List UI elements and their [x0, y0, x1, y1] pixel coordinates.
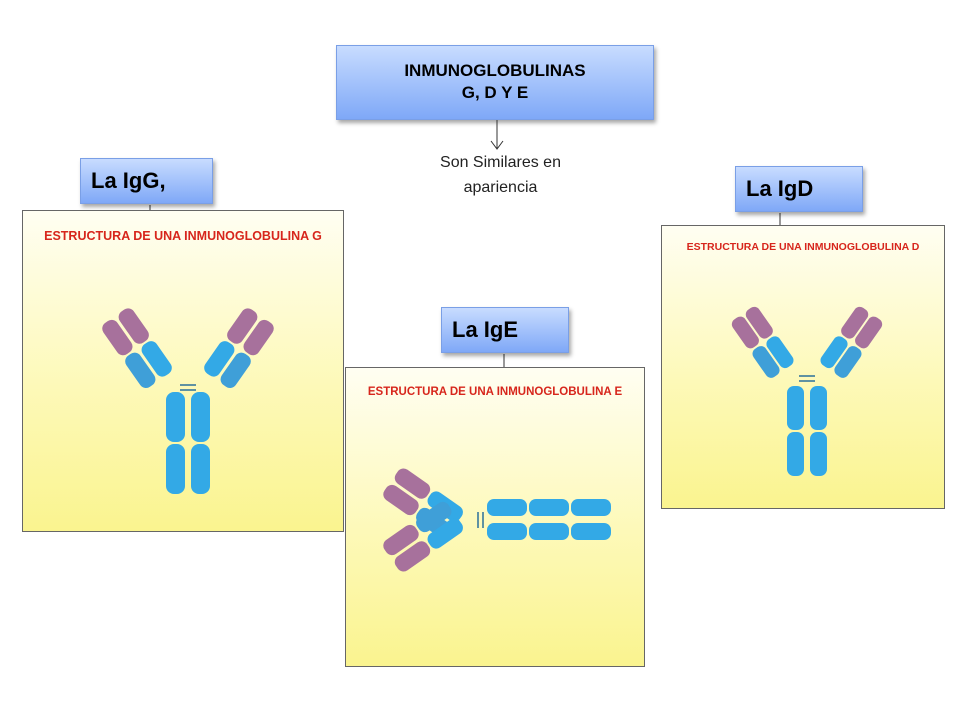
label-igg: La IgG,	[80, 158, 213, 204]
panel-igd: ESTRUCTURA DE UNA INMUNOGLOBULINA D	[661, 225, 945, 509]
antibody-igg-diagram	[102, 308, 274, 494]
similarity-note-line-1: Son Similares en	[440, 154, 561, 171]
panel-igg: ESTRUCTURA DE UNA INMUNOGLOBULINA G	[22, 210, 344, 532]
title-box: INMUNOGLOBULINAS G, D Y E	[336, 45, 654, 120]
panel-igd-title: ESTRUCTURA DE UNA INMUNOGLOBULINA D	[686, 241, 920, 253]
panel-ige: ESTRUCTURA DE UNA INMUNOGLOBULINA E	[345, 367, 645, 667]
label-igd: La IgD	[735, 166, 863, 212]
title-line-2: G, D Y E	[461, 83, 529, 102]
similarity-note-line-2: apariencia	[463, 179, 538, 196]
similarity-note: Son Similares en apariencia	[398, 150, 603, 200]
antibody-igd-diagram	[731, 306, 883, 476]
panel-ige-title: ESTRUCTURA DE UNA INMUNOGLOBULINA E	[367, 386, 623, 398]
label-ige: La IgE	[441, 307, 569, 353]
title-line-1: INMUNOGLOBULINAS	[404, 61, 586, 80]
antibody-ige-diagram	[383, 468, 611, 572]
panel-igg-title: ESTRUCTURA DE UNA INMUNOGLOBULINA G	[44, 229, 322, 243]
